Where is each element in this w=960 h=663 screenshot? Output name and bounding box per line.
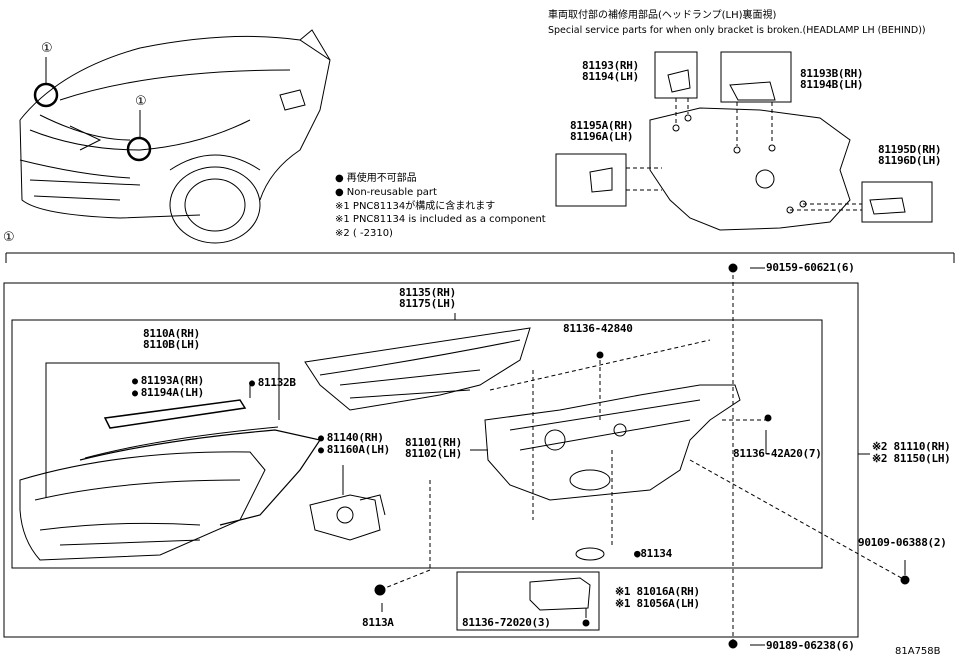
part-label-81196a: 81196A(LH) bbox=[570, 130, 634, 143]
part-label-90189: 90189-06238(6) bbox=[766, 639, 855, 652]
callout-symbol-2: ① bbox=[135, 94, 147, 109]
part-label-8113a: 8113A bbox=[362, 616, 394, 629]
part-label-81136-42840: 81136-42840 bbox=[563, 322, 633, 335]
part-label-81195d: 81195D(RH) bbox=[878, 143, 942, 156]
part-label-81194a: 81194A(LH) bbox=[132, 387, 205, 399]
part-label-81150: ※2 81150(LH) bbox=[872, 452, 951, 465]
headlamp-housing-illustration bbox=[484, 384, 741, 501]
part-label-81135: 81135(RH) bbox=[399, 286, 456, 299]
bulb-assembly-illustration bbox=[309, 494, 386, 541]
part-label-81140: 81140(RH) bbox=[318, 432, 384, 444]
header-title-jp: 車両取付部の補修用部品(ヘッドランプ(LH)裏面視) bbox=[548, 10, 777, 21]
part-label-81196d: 81196D(LH) bbox=[878, 154, 942, 167]
legend-nonreusable-en: Non-reusable part bbox=[335, 186, 437, 199]
part-label-81193a: 81193A(RH) bbox=[132, 375, 205, 387]
callout-circle-right bbox=[126, 136, 152, 162]
headlamp-lens-illustration bbox=[19, 399, 321, 561]
legend-note1-en: ※1 PNC81134 is included as a component bbox=[335, 214, 546, 225]
part-label-81193b: 81193B(RH) bbox=[800, 67, 864, 80]
part-label-81016a: ※1 81016A(RH) bbox=[615, 585, 700, 598]
headlamp-behind-illustration bbox=[649, 107, 851, 231]
part-label-81101: 81101(RH) bbox=[405, 436, 462, 449]
callout-symbol-3: ① bbox=[3, 230, 15, 245]
part-label-81175: 81175(LH) bbox=[399, 297, 456, 310]
part-label-81110: ※2 81110(RH) bbox=[872, 440, 951, 453]
part-label-81136-72020: 81136-72020(3) bbox=[462, 616, 551, 629]
part-label-81195a: 81195A(RH) bbox=[570, 119, 634, 132]
vehicle-front-illustration bbox=[19, 29, 331, 244]
part-label-8110a: 8110A(RH) bbox=[143, 327, 200, 340]
callout-symbol-1: ① bbox=[41, 41, 53, 56]
part-label-90109: 90109-06388(2) bbox=[858, 536, 947, 549]
part-label-81056a: ※1 81056A(LH) bbox=[615, 597, 700, 610]
part-label-81160a: 81160A(LH) bbox=[318, 444, 391, 456]
callout-circle-left bbox=[33, 82, 59, 108]
legend-note2: ※2 ( -2310) bbox=[335, 228, 393, 239]
header-title-en: Special service parts for when only brac… bbox=[548, 25, 926, 36]
part-label-81193: 81193(RH) bbox=[582, 59, 639, 72]
part-label-81194b: 81194B(LH) bbox=[800, 78, 864, 91]
part-label-8110b: 8110B(LH) bbox=[143, 338, 200, 351]
legend-note1-jp: ※1 PNC81134が構成に含まれます bbox=[335, 201, 496, 212]
part-label-81132b: 81132B bbox=[249, 377, 296, 389]
part-label-81136-42a20: 81136-42A20(7) bbox=[733, 447, 822, 460]
part-label-81194: 81194(LH) bbox=[582, 70, 639, 83]
legend-nonreusable-jp: 再使用不可部品 bbox=[335, 172, 417, 185]
diagram-id: 81A758B bbox=[895, 646, 941, 657]
headlamp-upper-housing-illustration bbox=[304, 327, 531, 411]
part-label-81102: 81102(LH) bbox=[405, 447, 462, 460]
ecu-illustration bbox=[529, 577, 591, 611]
part-label-90159: 90159-60621(6) bbox=[766, 261, 855, 274]
part-label-81134: ●81134 bbox=[634, 547, 672, 560]
